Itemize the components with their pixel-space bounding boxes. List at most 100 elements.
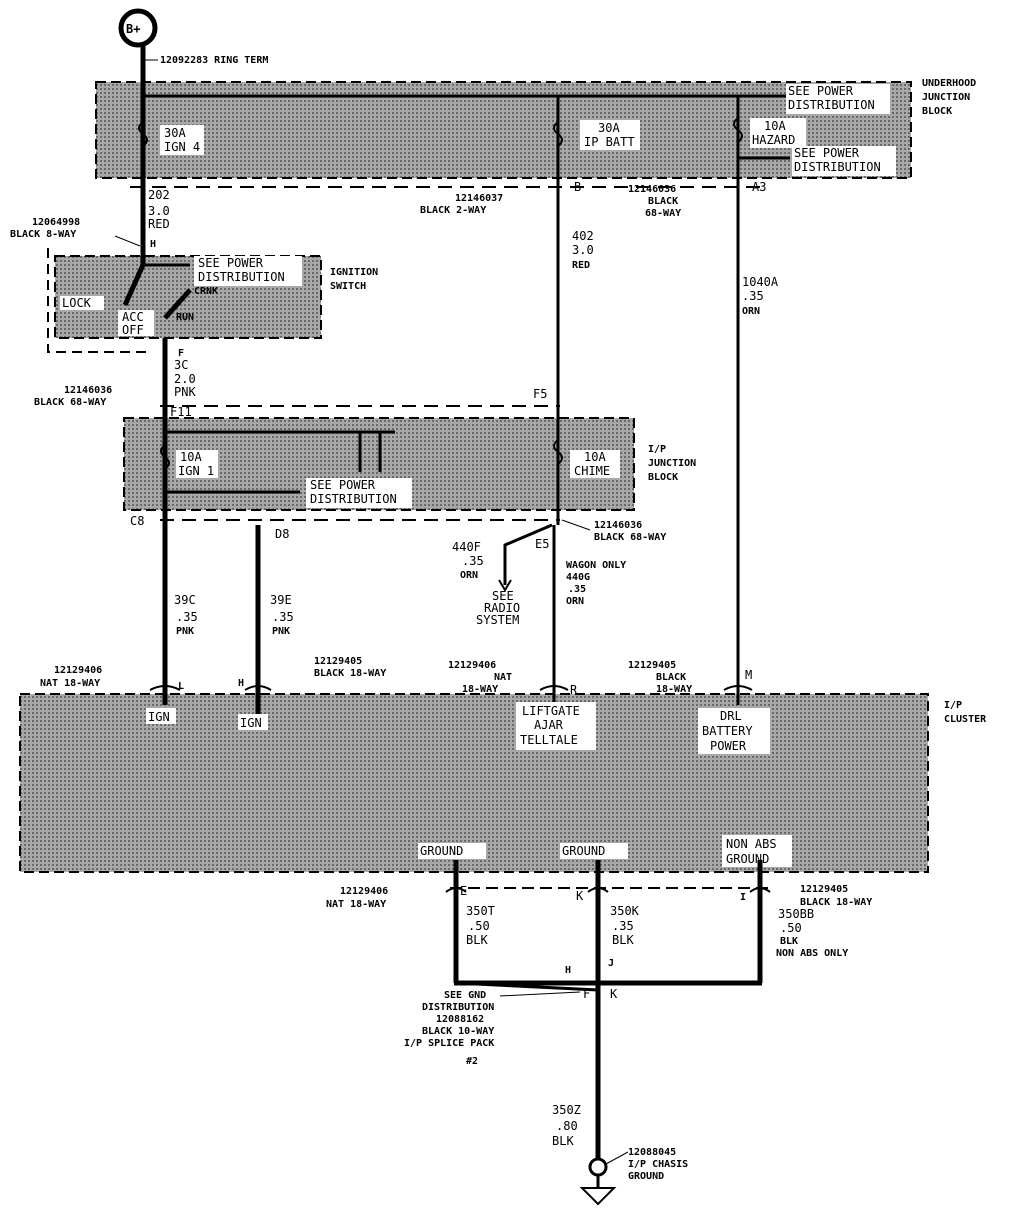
splice-pin-k: K bbox=[610, 987, 618, 1001]
cl-conn2-pin: H bbox=[238, 678, 244, 689]
fuse-ipbatt-amps: 30A bbox=[598, 121, 620, 135]
underhood-title-2: JUNCTION bbox=[922, 92, 970, 103]
wire-402-size: 3.0 bbox=[572, 243, 594, 257]
fuse-hazard-name: HAZARD bbox=[752, 133, 795, 147]
wire-350z-id: 350Z bbox=[552, 1103, 581, 1117]
splice-label-1: SEE GND bbox=[444, 990, 486, 1001]
wire-350k-color: BLK bbox=[612, 933, 634, 947]
cluster-ground-1: GROUND bbox=[420, 844, 463, 858]
ign-title-2: SWITCH bbox=[330, 281, 366, 292]
gnd-conn-mid-pin: K bbox=[576, 889, 584, 903]
cluster-drl-1: DRL bbox=[720, 709, 742, 723]
wire-202-color: RED bbox=[148, 217, 170, 231]
cluster-drl-2: BATTERY bbox=[702, 724, 753, 738]
wire-350k-id: 350K bbox=[610, 904, 640, 918]
splice-label-6: #2 bbox=[466, 1056, 478, 1067]
wire-39e-id: 39E bbox=[270, 593, 292, 607]
ign-pin-f: F bbox=[178, 348, 184, 359]
cluster-ground-3a: NON ABS bbox=[726, 837, 777, 851]
ign-see-power: SEE POWER bbox=[198, 256, 264, 270]
bplus-label: B+ bbox=[126, 22, 140, 36]
radio-see: SEE bbox=[492, 589, 514, 603]
ipj-see-power-2: DISTRIBUTION bbox=[310, 492, 397, 506]
fuse-ign4-symbol bbox=[138, 121, 148, 147]
fuse-ign1-amps: 10A bbox=[180, 450, 202, 464]
ipj-title-2: JUNCTION bbox=[648, 458, 696, 469]
fuse-chime-symbol bbox=[553, 439, 563, 465]
underhood-title-3: BLOCK bbox=[922, 106, 952, 117]
radio-arrow bbox=[498, 579, 512, 592]
ipj-title-1: I/P bbox=[648, 444, 666, 455]
conn-202-label: 202 bbox=[148, 188, 170, 202]
gnd-conn-right-type: BLACK 18-WAY bbox=[800, 897, 872, 908]
fuse-ipbatt-name: IP BATT bbox=[584, 135, 635, 149]
radio-system: SYSTEM bbox=[476, 613, 519, 627]
wire-440g-id: 440G bbox=[566, 572, 590, 583]
gnd-conn-left-pin: E bbox=[460, 884, 467, 898]
wire-39c-size: .35 bbox=[176, 610, 198, 624]
cl-conn4-pin: M bbox=[745, 668, 752, 682]
underhood-see-power-1: SEE POWER bbox=[788, 84, 854, 98]
cluster-drl-3: POWER bbox=[710, 739, 747, 753]
ipj-title-3: BLOCK bbox=[648, 472, 678, 483]
gnd-conn-right-part: 12129405 bbox=[800, 884, 848, 895]
chassis-ground-terminal bbox=[588, 1157, 608, 1177]
wire-350t-color: BLK bbox=[466, 933, 488, 947]
cl-conn3-pin: R bbox=[570, 683, 578, 697]
cluster-liftgate-3: TELLTALE bbox=[520, 733, 578, 747]
wire-402-id: 402 bbox=[572, 229, 594, 243]
gnd-conn-left-type: NAT 18-WAY bbox=[326, 899, 386, 910]
ipj-see-power: SEE POWER bbox=[310, 478, 376, 492]
cluster-ground-2: GROUND bbox=[562, 844, 605, 858]
wire-350z-color: BLK bbox=[552, 1134, 574, 1148]
wire-3c-size: 2.0 bbox=[174, 372, 196, 386]
conn-a3-pin: A3 bbox=[752, 180, 766, 194]
wire-350t-id: 350T bbox=[466, 904, 495, 918]
ipj-pin-c8: C8 bbox=[130, 514, 144, 528]
cluster-liftgate-1: LIFTGATE bbox=[522, 704, 580, 718]
splice-pin-h: H bbox=[565, 965, 571, 976]
wire-3c-color: PNK bbox=[174, 385, 196, 399]
fuse-ign1-name: IGN 1 bbox=[178, 464, 214, 478]
underhood-see-power-1b: DISTRIBUTION bbox=[788, 98, 875, 112]
conn-a3-color: BLACK bbox=[648, 196, 678, 207]
ign-acc: ACC bbox=[122, 310, 144, 324]
splice-label-4: BLACK 10-WAY bbox=[422, 1026, 494, 1037]
ipj-pin-d8: D8 bbox=[275, 527, 289, 541]
cluster-title-1: I/P bbox=[944, 700, 962, 711]
fuse-ign4-amps: 30A bbox=[164, 126, 186, 140]
ipj-conn-bottom-type: BLACK 68-WAY bbox=[594, 532, 666, 543]
wire-350z-size: .80 bbox=[556, 1119, 578, 1133]
ign-see-power-2: DISTRIBUTION bbox=[198, 270, 285, 284]
wire-350bb-id: 350BB bbox=[778, 907, 814, 921]
ign-crnk: CRNK bbox=[194, 286, 218, 297]
splice-label-5: I/P SPLICE PACK bbox=[404, 1038, 494, 1049]
wire-350k-size: .35 bbox=[612, 919, 634, 933]
cluster-ign-1: IGN bbox=[148, 710, 170, 724]
ipj-conn-bottom-part: 12146036 bbox=[594, 520, 642, 531]
wire-39c-id: 39C bbox=[174, 593, 196, 607]
cl-conn3-color: NAT bbox=[494, 672, 512, 683]
chassis-label-2: I/P CHASIS bbox=[628, 1159, 688, 1170]
cl-conn1-pin: L bbox=[178, 681, 184, 692]
wire-350bb-size: .50 bbox=[780, 921, 802, 935]
cl-conn1-type: NAT 18-WAY bbox=[40, 678, 100, 689]
wire-39e-size: .35 bbox=[272, 610, 294, 624]
wire-350bb-note: NON ABS ONLY bbox=[776, 948, 848, 959]
chassis-label-1: 12088045 bbox=[628, 1147, 676, 1158]
conn-b-pin: B bbox=[574, 180, 581, 194]
ign-title-1: IGNITION bbox=[330, 267, 378, 278]
fuse-ipbatt-symbol bbox=[553, 121, 563, 147]
cl-conn4-type: 18-WAY bbox=[656, 684, 692, 695]
cluster-title-2: CLUSTER bbox=[944, 714, 987, 725]
wire-39c-color: PNK bbox=[176, 626, 194, 637]
radio-wire-id: 440F bbox=[452, 540, 481, 554]
underhood-see-power-2b: DISTRIBUTION bbox=[794, 160, 881, 174]
ipj-pin-e5: E5 bbox=[535, 537, 549, 551]
cluster-ign-2: IGN bbox=[240, 716, 262, 730]
fuse-hazard-symbol bbox=[733, 117, 743, 143]
underhood-see-power-2: SEE POWER bbox=[794, 146, 860, 160]
battery-terminal bbox=[118, 8, 158, 48]
fuse-hazard-amps: 10A bbox=[764, 119, 786, 133]
cl-conn2-part: 12129405 bbox=[314, 656, 362, 667]
